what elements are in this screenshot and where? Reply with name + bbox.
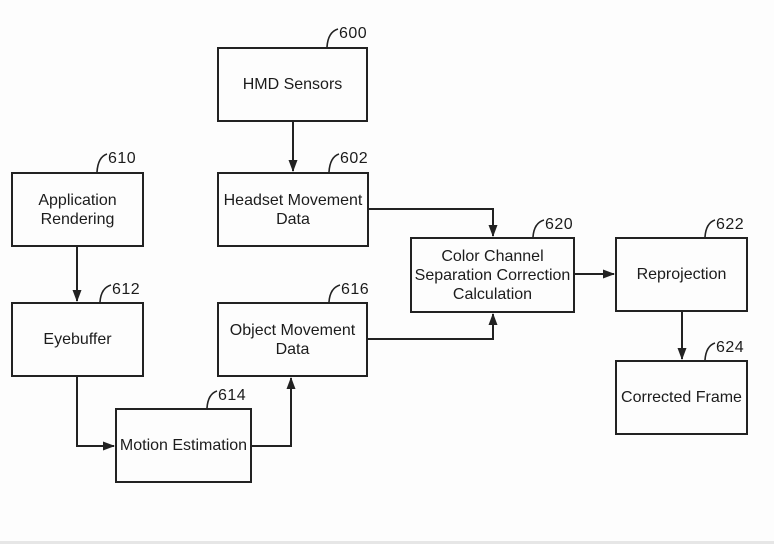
box-hmd-sensors-label: HMD Sensors [242,76,343,93]
arrow-motion-estimation-to-object-movement-data [252,377,296,447]
arrow-eyebuffer-to-motion-estimation [76,377,115,451]
box-application-rendering-label: Application Rendering [38,191,117,228]
leader-620 [532,219,545,238]
leader-622 [704,219,716,238]
ref-label-600: 600 [339,25,368,42]
page-bottom-edge-line [0,541,774,544]
box-reprojection-label: Reprojection [636,266,727,283]
leader-614 [206,390,218,409]
leader-624 [704,342,716,361]
box-eyebuffer-label: Eyebuffer [43,331,112,348]
box-corrected-frame: Corrected Frame [615,360,748,435]
box-motion-estimation-label: Motion Estimation [119,437,248,454]
box-object-movement-data-label: Object Movement Data [229,321,356,358]
leader-610 [96,153,108,173]
box-headset-movement-data: Headset Movement Data [217,172,369,247]
box-eyebuffer: Eyebuffer [11,302,144,377]
ref-label-610: 610 [108,150,137,167]
ref-label-622: 622 [716,216,745,233]
leader-612 [99,284,112,303]
arrow-headset-movement-data-to-color-channel-calc [369,208,498,237]
box-headset-movement-data-label: Headset Movement Data [223,191,363,228]
ref-label-620: 620 [545,216,574,233]
ref-label-612: 612 [112,281,141,298]
box-corrected-frame-label: Corrected Frame [621,389,742,406]
box-object-movement-data: Object Movement Data [217,302,368,377]
box-reprojection: Reprojection [615,237,748,312]
leader-602 [328,153,340,173]
box-motion-estimation: Motion Estimation [115,408,252,483]
ref-label-602: 602 [340,150,369,167]
ref-label-624: 624 [716,339,745,356]
leader-616 [328,284,341,303]
ref-label-616: 616 [341,281,370,298]
box-hmd-sensors: HMD Sensors [217,47,368,122]
leader-600 [326,28,339,48]
box-application-rendering: Application Rendering [11,172,144,247]
box-color-channel-calc-label: Color Channel Separation Correction Calc… [414,247,571,303]
box-color-channel-separation-correction-calculation: Color Channel Separation Correction Calc… [410,237,575,313]
ref-label-614: 614 [218,387,247,404]
arrow-object-movement-data-to-color-channel-calc [368,313,498,340]
